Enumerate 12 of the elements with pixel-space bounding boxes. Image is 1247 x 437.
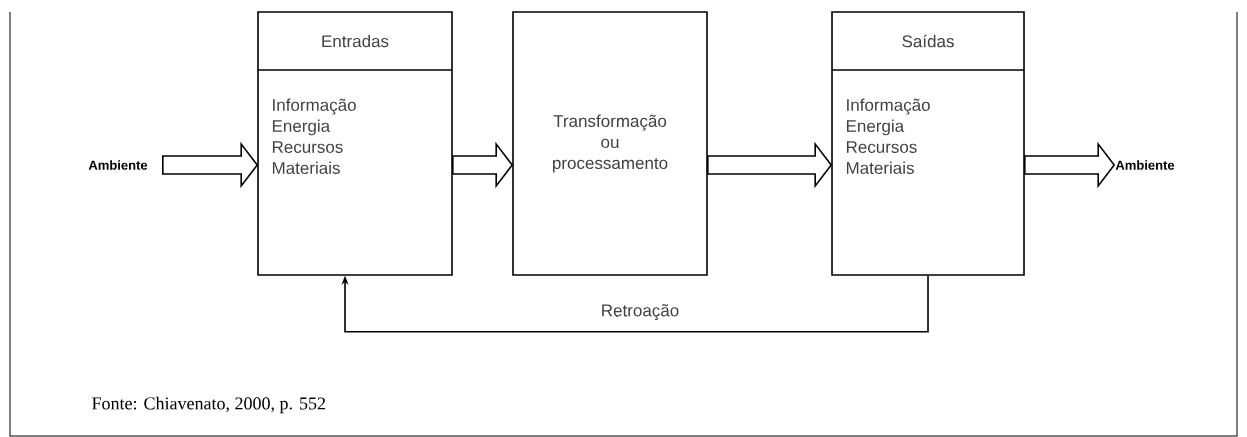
block-arrow <box>452 141 514 189</box>
caption: Fonte: Chiavenato, 2000, p. 552 <box>92 396 326 414</box>
block-arrow <box>707 141 833 189</box>
process-box: Entradas Informação Energia Recursos Materiais <box>257 11 453 276</box>
ambient-label: Ambiente <box>88 160 148 170</box>
block-arrow <box>1024 141 1116 189</box>
feedback-arrow <box>341 275 929 333</box>
edge-label: Retroação <box>602 304 679 320</box>
process-box: Transformação ou processamento <box>512 11 708 276</box>
ambient-label: Ambiente <box>1115 160 1175 170</box>
block-arrow <box>162 141 259 189</box>
process-box: Saídas Informação Energia Recursos Materiais <box>831 11 1025 276</box>
